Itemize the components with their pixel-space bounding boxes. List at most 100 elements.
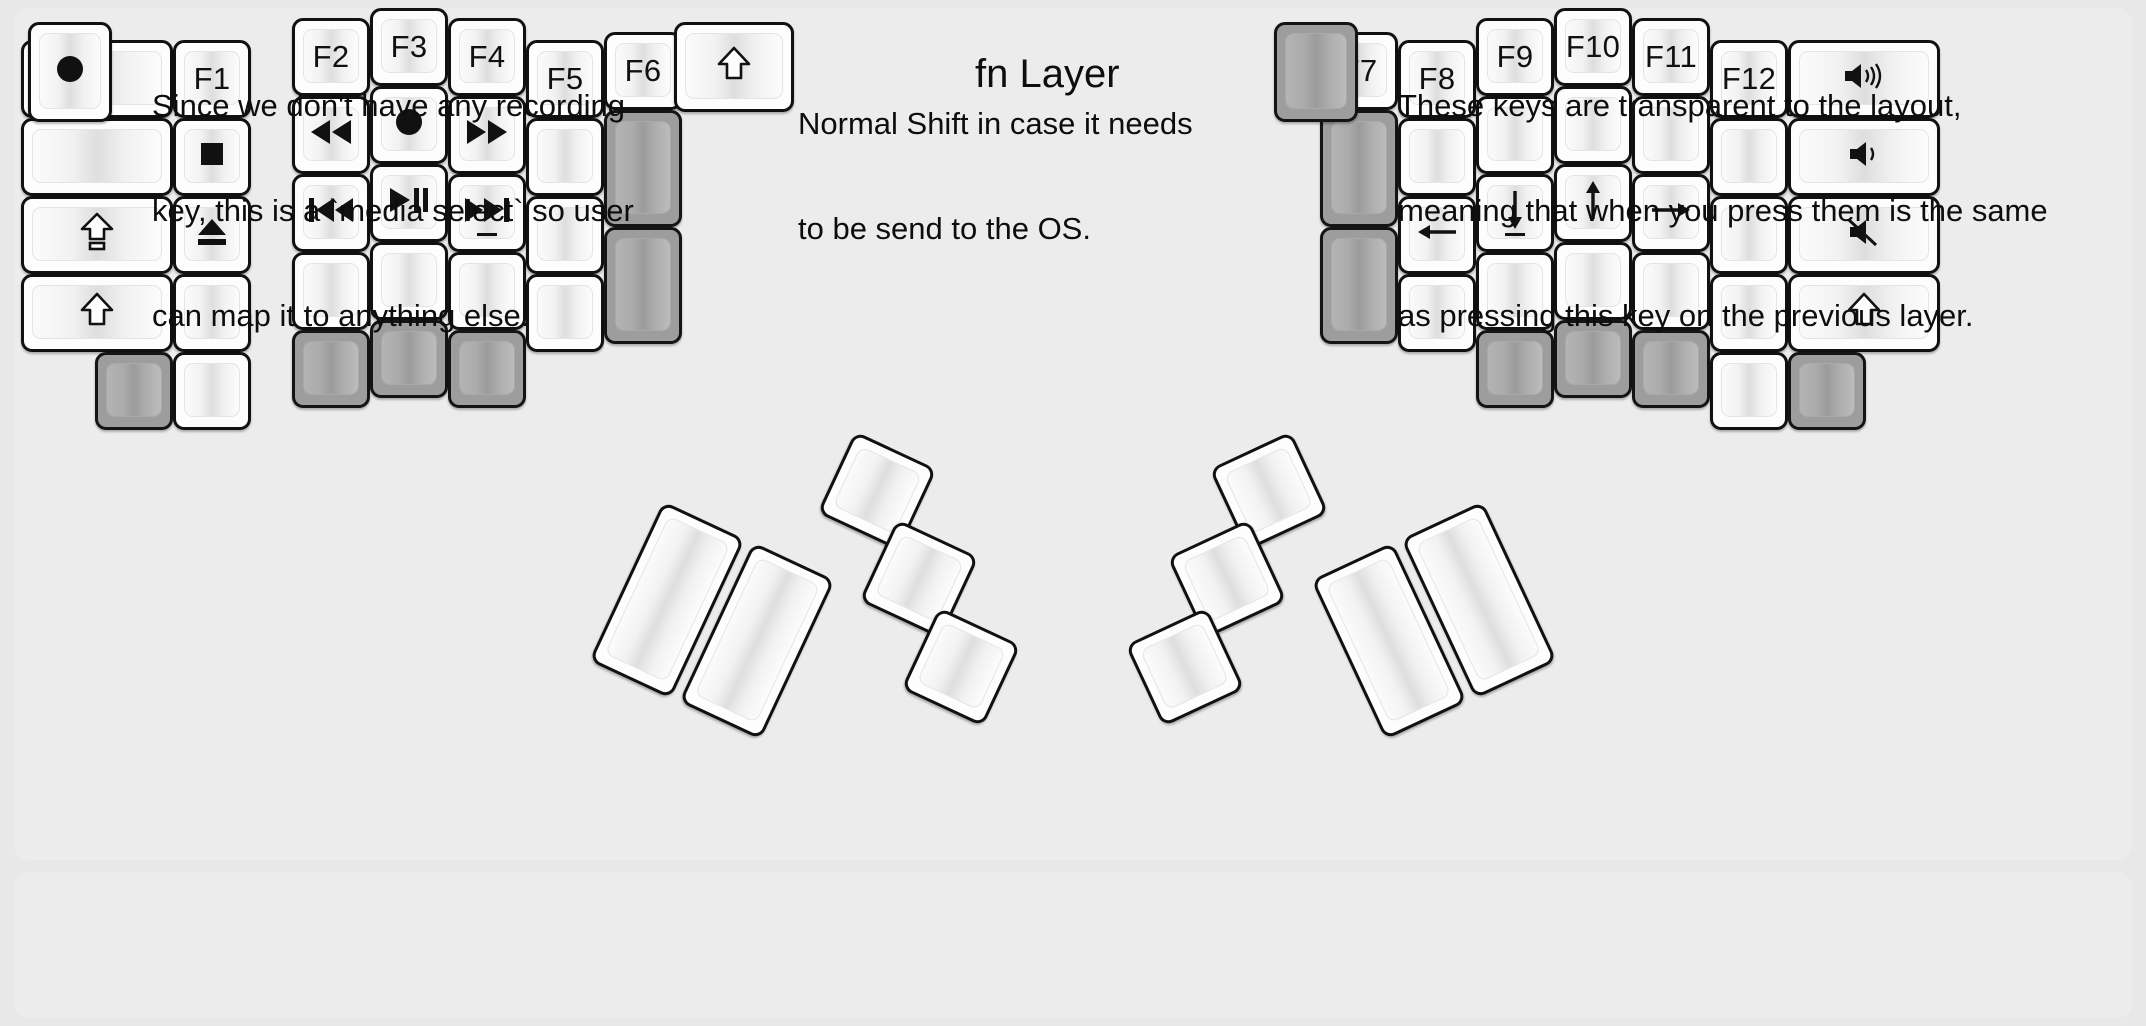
keycap-face: [916, 621, 1007, 711]
keycap-face: [1721, 129, 1777, 183]
key-left-pinky-outer-3[interactable]: [21, 274, 173, 352]
key-left-index-4[interactable]: [448, 330, 526, 408]
key-right-ring-1[interactable]: [1632, 96, 1710, 174]
key-right-index-4[interactable]: [1476, 330, 1554, 408]
key-right-pinky-outer-3[interactable]: [1788, 274, 1940, 352]
keycap-face: F11: [1643, 29, 1699, 83]
legend-line: These keys are transparent to the layout…: [1398, 88, 1962, 123]
key-right-pinky-3[interactable]: [1710, 274, 1788, 352]
page-title: fn Layer: [975, 52, 1120, 96]
key-left-index-2[interactable]: [448, 174, 526, 252]
key-right-middle-1[interactable]: [1554, 86, 1632, 164]
key-right-index-1[interactable]: [1476, 96, 1554, 174]
legend-key-record-cap[interactable]: [28, 22, 112, 122]
legend-key-shift-cap[interactable]: [674, 22, 794, 112]
keycap-face: [303, 341, 359, 395]
key-right-inner-2[interactable]: [1398, 196, 1476, 274]
key-right-ring-2[interactable]: [1632, 174, 1710, 252]
keycap-face: [32, 129, 162, 183]
legend-line: Since we don't have any recording: [152, 88, 625, 123]
key-right-inner-1[interactable]: [1398, 118, 1476, 196]
key-left-inner-0[interactable]: F5: [526, 40, 604, 118]
keycap-face: [303, 107, 359, 161]
key-left-ring-0[interactable]: F2: [292, 18, 370, 96]
keycap-face: [303, 185, 359, 239]
key-left-index-0[interactable]: F4: [448, 18, 526, 96]
key-left-ring-3[interactable]: [292, 252, 370, 330]
key-right-pinky-outer-0[interactable]: [1788, 40, 1940, 118]
key-left-inner-extra-1[interactable]: [604, 110, 682, 227]
key-right-ring-3[interactable]: [1632, 252, 1710, 330]
key-left-pinky-outer-2[interactable]: [21, 196, 173, 274]
key-left-pinky-3[interactable]: [173, 274, 251, 352]
keycap-label: F2: [312, 38, 350, 74]
key-left-inner-extra-2[interactable]: [604, 227, 682, 344]
key-left-middle-1[interactable]: [370, 86, 448, 164]
keycap-label: F12: [1721, 60, 1777, 96]
key-right-ring-0[interactable]: F11: [1632, 18, 1710, 96]
key-left-index-1[interactable]: [448, 96, 526, 174]
key-left-middle-3[interactable]: [370, 242, 448, 320]
key-right-inner-extra-2[interactable]: [1320, 227, 1398, 344]
rewind-icon: [308, 117, 354, 152]
keycap-face: [184, 285, 240, 339]
keycap-face: [832, 445, 923, 535]
key-left-pinky-2[interactable]: [173, 196, 251, 274]
key-right-pinky-outer-4[interactable]: [1788, 352, 1866, 430]
legend-key-transparent-cap[interactable]: [1274, 22, 1358, 122]
key-left-middle-0[interactable]: F3: [370, 8, 448, 86]
key-right-index-2[interactable]: [1476, 174, 1554, 252]
keycap-face: [685, 33, 783, 99]
key-left-ring-2[interactable]: [292, 174, 370, 252]
key-right-inner-0[interactable]: F8: [1398, 40, 1476, 118]
key-left-pinky-outer-1[interactable]: [21, 118, 173, 196]
key-left-inner-extra-0[interactable]: F6: [604, 32, 682, 110]
key-right-pinky-1[interactable]: [1710, 118, 1788, 196]
key-left-pinky-1[interactable]: [173, 118, 251, 196]
key-right-ring-4[interactable]: [1632, 330, 1710, 408]
arrow-down-icon: [1502, 188, 1528, 237]
key-right-pinky-2[interactable]: [1710, 196, 1788, 274]
keycap-face: [1565, 97, 1621, 151]
keycap-face: [184, 207, 240, 261]
record-icon: [53, 52, 87, 91]
keycap-face: F6: [615, 43, 671, 97]
key-left-pinky-0[interactable]: F1: [173, 40, 251, 118]
sublabel-underscore: [477, 233, 497, 236]
key-left-pinky-4[interactable]: [173, 352, 251, 430]
keycap-face: [1565, 253, 1621, 307]
key-left-ring-4[interactable]: [292, 330, 370, 408]
keycap-face: F10: [1565, 19, 1621, 73]
key-right-pinky-outer-1[interactable]: [1788, 118, 1940, 196]
legend-line: to be send to the OS.: [798, 211, 1091, 246]
key-left-inner-1[interactable]: [526, 118, 604, 196]
key-right-middle-3[interactable]: [1554, 242, 1632, 320]
key-left-middle-2[interactable]: [370, 164, 448, 242]
key-left-index-3[interactable]: [448, 252, 526, 330]
key-left-pinky-outer-4[interactable]: [95, 352, 173, 430]
eject-icon: [192, 214, 232, 255]
key-left-inner-3[interactable]: [526, 274, 604, 352]
key-right-middle-2[interactable]: [1554, 164, 1632, 242]
keycap-face: [1565, 331, 1621, 385]
key-left-ring-1[interactable]: [292, 96, 370, 174]
key-right-index-3[interactable]: [1476, 252, 1554, 330]
keycap-face: [106, 363, 162, 417]
key-left-middle-4[interactable]: [370, 320, 448, 398]
legend-key-shift: [674, 22, 794, 112]
key-right-inner-extra-1[interactable]: [1320, 110, 1398, 227]
keycap-face: [381, 331, 437, 385]
keycap-face: F2: [303, 29, 359, 83]
key-right-pinky-0[interactable]: F12: [1710, 40, 1788, 118]
keycap-label: F6: [624, 52, 662, 88]
volume-up-icon: [1841, 60, 1887, 97]
key-right-middle-4[interactable]: [1554, 320, 1632, 398]
key-right-middle-0[interactable]: F10: [1554, 8, 1632, 86]
keycap-face: [1721, 363, 1777, 417]
key-right-inner-3[interactable]: [1398, 274, 1476, 352]
legend-text-transparent: These keys are transparent to the layout…: [1398, 18, 2048, 403]
key-right-index-0[interactable]: F9: [1476, 18, 1554, 96]
key-left-inner-2[interactable]: [526, 196, 604, 274]
key-right-pinky-outer-2[interactable]: [1788, 196, 1940, 274]
key-right-pinky-4[interactable]: [1710, 352, 1788, 430]
